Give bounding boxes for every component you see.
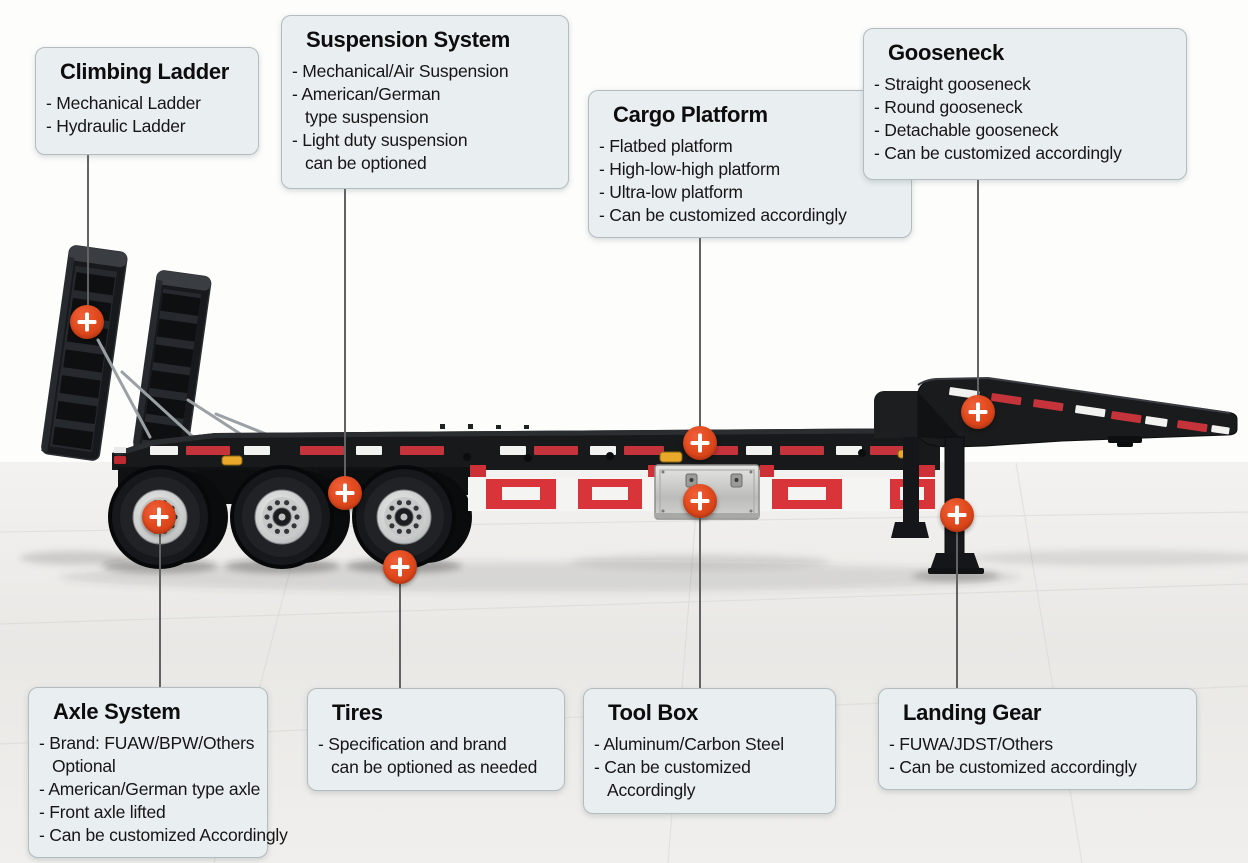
callout-item: - Detachable gooseneck [874,120,1059,140]
hotspot-suspension-system[interactable] [328,476,362,510]
callout-title: Axle System [53,699,181,724]
callout-item: - Mechanical/Air Suspension [292,61,509,81]
callout-title: Gooseneck [888,40,1004,65]
cargo-platform-deck [112,424,940,553]
callout-item: - FUWA/JDST/Others [889,734,1053,754]
leader-line-landing-gear [956,515,958,688]
hotspot-tool-box[interactable] [683,484,717,518]
hotspot-axle-system[interactable] [142,500,176,534]
callout-title: Cargo Platform [613,102,768,127]
callout-cargo-platform: Cargo Platform - Flatbed platform - High-l… [588,90,912,238]
callout-item: - Can be customized Accordingly [594,757,751,800]
leader-line-gooseneck [977,180,979,412]
ramp-hydraulic-cylinders [96,338,268,439]
leader-line-climbing-ladder [87,155,89,322]
callout-climbing-ladder: Climbing Ladder - Mechanical Ladder - Hydr… [35,47,259,155]
callout-item: - Can be customized accordingly [599,205,847,225]
landing-gear-legs [891,436,984,574]
callout-item: - American/German type axle [39,779,261,799]
plus-icon [961,395,995,429]
kingpin [1108,436,1142,443]
hotspot-gooseneck[interactable] [961,395,995,429]
callout-suspension-system: Suspension System - Mechanical/Air Suspen… [281,15,569,189]
callout-item: - Specification and brand can be optione… [318,734,538,777]
callout-item: - Light duty suspension can be optioned [292,130,468,173]
callout-item: - High-low-high platform [599,159,780,179]
callout-item: - Straight gooseneck [874,74,1031,94]
leader-line-cargo-platform [699,238,701,443]
callout-title: Suspension System [306,27,510,52]
callout-item: - Mechanical Ladder [46,93,201,113]
callout-title: Tires [332,700,383,725]
gooseneck [874,376,1238,448]
callout-item: - Brand: FUAW/BPW/Others Optional [39,733,255,776]
callout-item: - American/German type suspension [292,84,441,127]
callout-gooseneck: Gooseneck - Straight gooseneck - Round goo… [863,28,1187,180]
callout-item: - Can be customized accordingly [889,757,1137,777]
hotspot-climbing-ladder[interactable] [70,305,104,339]
leader-line-suspension-system [344,189,346,493]
callout-title: Tool Box [608,700,699,725]
plus-icon [142,500,176,534]
plus-icon [328,476,362,510]
leader-line-tool-box [699,501,701,688]
plus-icon [70,305,104,339]
plus-icon [940,498,974,532]
callout-title: Climbing Ladder [60,59,230,84]
callout-item: - Can be customized Accordingly [39,825,288,845]
callout-title: Landing Gear [903,700,1042,725]
leader-line-axle-system [159,517,161,687]
callout-item: - Ultra-low platform [599,182,743,202]
hotspot-cargo-platform[interactable] [683,426,717,460]
callout-axle-system: Axle System - Brand: FUAW/BPW/Others Opti… [28,687,288,858]
plus-icon [683,426,717,460]
callout-item: - Can be customized accordingly [874,143,1122,163]
hotspot-tires[interactable] [383,550,417,584]
callout-item: - Aluminum/Carbon Steel [594,734,784,754]
callout-item: - Hydraulic Ladder [46,116,186,136]
plus-icon [383,550,417,584]
plus-icon [683,484,717,518]
hotspot-landing-gear[interactable] [940,498,974,532]
callout-item: - Round gooseneck [874,97,1023,117]
gooseneck-reflector-strip [948,387,1230,435]
callout-tires: Tires - Specification and brand can be op… [307,688,565,791]
callout-tool-box: Tool Box - Aluminum/Carbon Steel - Can be … [583,688,836,814]
side-guard-rail [468,465,935,511]
callout-landing-gear: Landing Gear - FUWA/JDST/Others - Can be c… [878,688,1197,790]
callout-item: - Front axle lifted [39,802,166,822]
leader-line-tires [399,567,401,688]
callout-item: - Flatbed platform [599,136,733,156]
